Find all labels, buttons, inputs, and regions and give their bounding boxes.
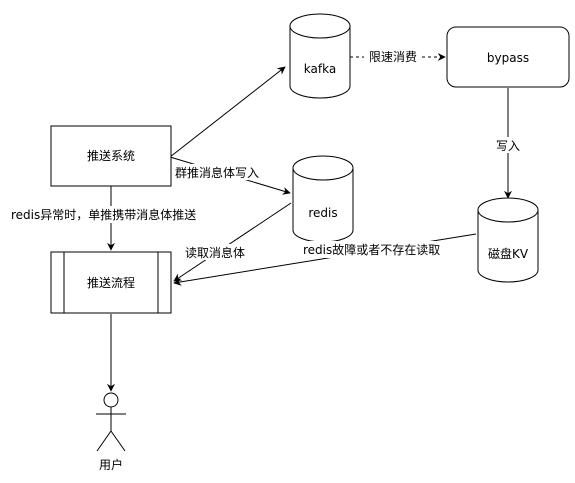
user-label: 用户 — [99, 457, 123, 472]
edge-label-group-push-write: 群推消息体写入 — [175, 165, 259, 180]
edge-push-system-to-kafka — [169, 66, 286, 158]
redis-node: redis — [292, 155, 354, 243]
disk-kv-label: 磁盘KV — [488, 246, 529, 261]
edge-label-read-body: 读取消息体 — [185, 245, 245, 260]
push-flow-node: 推送流程 — [50, 251, 172, 314]
bypass-label: bypass — [487, 51, 529, 65]
kafka-node: kafka — [289, 13, 351, 99]
edge-label-rate-limit: 限速消费 — [369, 50, 417, 64]
edge-label-redis-fault: redis故障或者不存在读取 — [303, 242, 440, 257]
edge-redis-to-push-flow — [173, 202, 292, 282]
edge-label-write: 写入 — [496, 139, 520, 153]
redis-label: redis — [308, 206, 337, 220]
user-actor-head — [103, 392, 119, 408]
kafka-label: kafka — [304, 62, 336, 76]
edge-label-redis-exception: redis异常时，单推携带消息体推送 — [11, 207, 196, 222]
push-flow-label: 推送流程 — [87, 275, 135, 290]
push-system-node: 推送系统 — [50, 125, 172, 187]
user-actor — [96, 392, 126, 452]
disk-kv-node: 磁盘KV — [477, 197, 539, 283]
bypass-node: bypass — [446, 26, 570, 88]
push-system-label: 推送系统 — [87, 148, 135, 163]
